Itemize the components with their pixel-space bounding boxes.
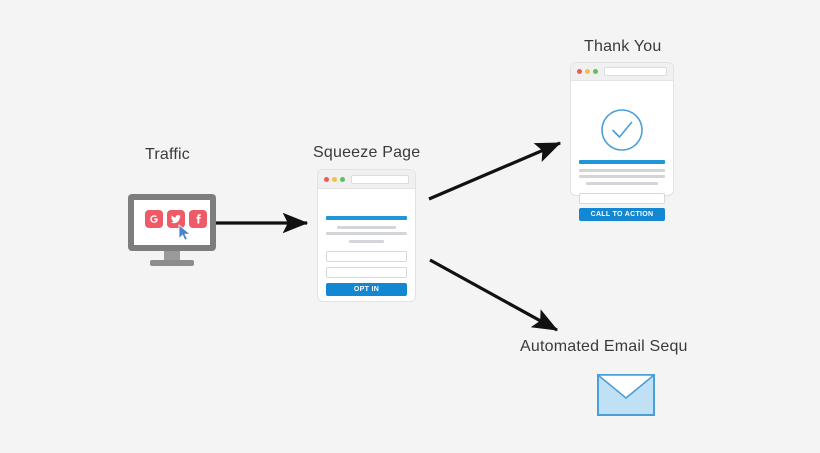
- minimize-dot-icon[interactable]: [585, 69, 590, 74]
- headline-bar: [326, 216, 407, 220]
- maximize-dot-icon[interactable]: [593, 69, 598, 74]
- call-to-action-button[interactable]: CALL TO ACTION: [579, 208, 665, 221]
- body-line: [337, 226, 396, 229]
- maximize-dot-icon[interactable]: [340, 176, 345, 182]
- address-bar[interactable]: [351, 174, 409, 184]
- window-dots: [324, 176, 345, 182]
- traffic-monitor: [128, 194, 216, 268]
- body-line: [585, 182, 659, 185]
- traffic-label: Traffic: [145, 146, 190, 163]
- twitter-icon[interactable]: [167, 210, 185, 228]
- google-icon[interactable]: [145, 210, 163, 228]
- automated-email-label: Automated Email Sequ: [520, 338, 688, 355]
- thank-you-browser: CALL TO ACTION: [570, 62, 674, 221]
- headline-bar: [579, 160, 665, 164]
- monitor-bezel: [128, 194, 216, 251]
- check-circle-icon: [599, 107, 645, 153]
- close-dot-icon[interactable]: [577, 69, 582, 74]
- minimize-dot-icon[interactable]: [332, 176, 337, 182]
- arrow-squeeze-to-thankyou: [428, 141, 562, 201]
- squeeze-page-browser: OPT IN: [317, 169, 416, 302]
- browser-chrome: [318, 170, 415, 189]
- close-dot-icon[interactable]: [324, 176, 329, 182]
- social-icon-row: [145, 210, 207, 228]
- body-line: [326, 232, 407, 235]
- address-bar[interactable]: [604, 67, 667, 76]
- name-input-field[interactable]: [326, 267, 407, 278]
- body-line: [579, 175, 665, 178]
- body-line: [349, 240, 384, 243]
- body-line: [579, 169, 665, 172]
- squeeze-page-content: OPT IN: [318, 189, 415, 301]
- monitor-base: [150, 260, 194, 266]
- window-dots: [577, 69, 598, 74]
- mouse-cursor-icon: [178, 224, 192, 247]
- thank-you-content: CALL TO ACTION: [571, 81, 673, 221]
- squeeze-page-label: Squeeze Page: [313, 144, 421, 161]
- envelope-icon: [595, 374, 657, 416]
- input-field[interactable]: [579, 193, 665, 204]
- email-input-field[interactable]: [326, 251, 407, 262]
- monitor-screen: [134, 200, 210, 245]
- opt-in-button[interactable]: OPT IN: [326, 283, 407, 296]
- browser-chrome: [571, 63, 673, 81]
- arrow-squeeze-to-email: [429, 258, 559, 332]
- thank-you-label: Thank You: [584, 38, 662, 55]
- monitor-neck: [164, 251, 180, 261]
- facebook-icon[interactable]: [189, 210, 207, 228]
